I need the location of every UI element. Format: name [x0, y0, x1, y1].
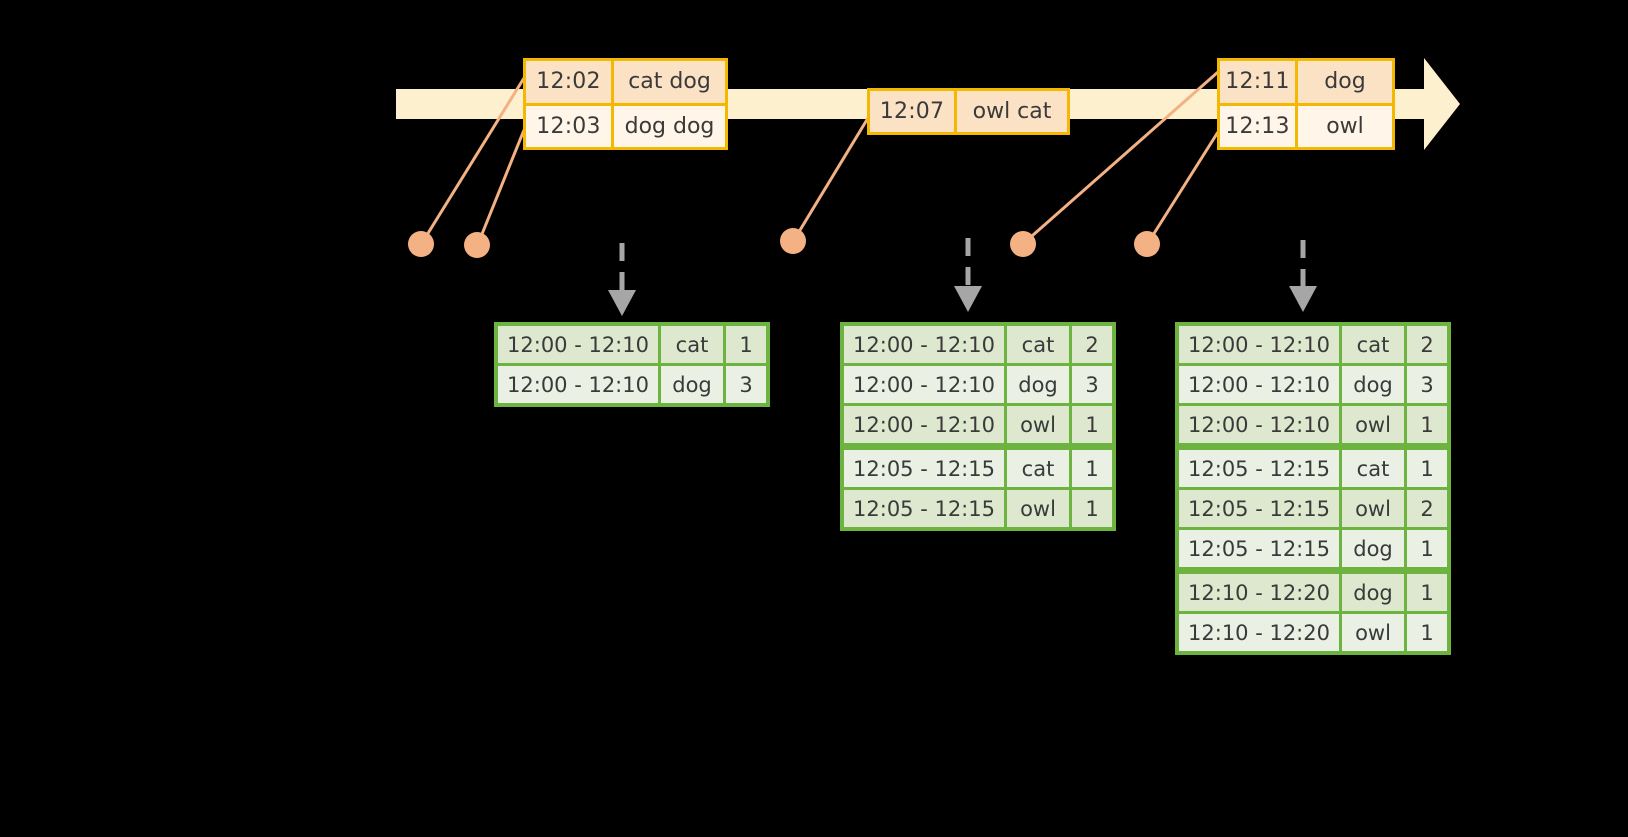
cell-count: 1	[1072, 406, 1112, 443]
cell-window: 12:10 - 12:20	[1179, 614, 1339, 651]
event-row[interactable]: 12:11 dog	[1220, 61, 1392, 103]
event-dots	[408, 228, 1160, 258]
cell-window: 12:00 - 12:10	[498, 326, 658, 363]
event-dot-3	[780, 228, 806, 254]
event-words: owl	[1298, 105, 1392, 147]
table-row[interactable]: 12:00 - 12:10 cat 1	[498, 326, 766, 363]
event-time: 12:03	[526, 105, 614, 147]
cell-word: dog	[1342, 574, 1404, 611]
cell-word: owl	[1007, 406, 1069, 443]
cell-window: 12:05 - 12:15	[1179, 450, 1339, 487]
cell-window: 12:05 - 12:15	[844, 450, 1004, 487]
cell-window: 12:00 - 12:10	[844, 326, 1004, 363]
table-row[interactable]: 12:00 - 12:10 dog 3	[844, 366, 1112, 403]
event-time: 12:13	[1220, 105, 1298, 147]
cell-count: 1	[1407, 450, 1447, 487]
event-dot-2	[464, 232, 490, 258]
cell-word: cat	[1342, 450, 1404, 487]
cell-window: 12:00 - 12:10	[1179, 366, 1339, 403]
cell-window: 12:10 - 12:20	[1179, 574, 1339, 611]
dashed-arrows	[608, 238, 1317, 316]
cell-count: 3	[1407, 366, 1447, 403]
cell-count: 2	[1407, 326, 1447, 363]
cell-window: 12:00 - 12:10	[844, 366, 1004, 403]
table-row[interactable]: 12:10 - 12:20 dog 1	[1179, 574, 1447, 611]
event-row[interactable]: 12:03 dog dog	[526, 102, 725, 147]
cell-word: owl	[1342, 406, 1404, 443]
cell-count: 1	[1072, 450, 1112, 487]
cell-count: 1	[1407, 574, 1447, 611]
cell-count: 2	[1072, 326, 1112, 363]
cell-word: dog	[1342, 530, 1404, 567]
table-row[interactable]: 12:05 - 12:15 owl 1	[844, 490, 1112, 527]
event-dot-5	[1134, 231, 1160, 257]
table-row[interactable]: 12:00 - 12:10 dog 3	[1179, 366, 1447, 403]
table-row[interactable]: 12:00 - 12:10 dog 3	[498, 366, 766, 403]
table-row[interactable]: 12:05 - 12:15 cat 1	[844, 450, 1112, 487]
event-words: owl cat	[957, 91, 1067, 132]
cell-word: dog	[1007, 366, 1069, 403]
cell-count: 1	[1407, 406, 1447, 443]
table-row[interactable]: 12:00 - 12:10 cat 2	[844, 326, 1112, 363]
cell-word: owl	[1342, 490, 1404, 527]
event-row[interactable]: 12:07 owl cat	[870, 91, 1067, 132]
cell-count: 1	[726, 326, 766, 363]
cell-window: 12:05 - 12:15	[1179, 490, 1339, 527]
event-group-3[interactable]: 12:11 dog 12:13 owl	[1217, 58, 1395, 150]
cell-word: dog	[1342, 366, 1404, 403]
event-words: dog	[1298, 61, 1392, 103]
table-row[interactable]: 12:05 - 12:15 owl 2	[1179, 490, 1447, 527]
cell-window: 12:05 - 12:15	[844, 490, 1004, 527]
event-time: 12:11	[1220, 61, 1298, 103]
result-table-3[interactable]: 12:00 - 12:10 cat 2 12:00 - 12:10 dog 3 …	[1175, 322, 1451, 655]
dashed-arrow-1	[608, 243, 636, 316]
table-row[interactable]: 12:00 - 12:10 owl 1	[1179, 406, 1447, 443]
event-words: dog dog	[614, 105, 725, 147]
cell-word: dog	[661, 366, 723, 403]
cell-count: 2	[1407, 490, 1447, 527]
cell-count: 1	[1407, 614, 1447, 651]
table-row[interactable]: 12:05 - 12:15 dog 1	[1179, 530, 1447, 567]
result-table-2[interactable]: 12:00 - 12:10 cat 2 12:00 - 12:10 dog 3 …	[840, 322, 1116, 531]
cell-count: 3	[726, 366, 766, 403]
event-dot-4	[1010, 231, 1036, 257]
event-time: 12:02	[526, 61, 614, 103]
event-row[interactable]: 12:02 cat dog	[526, 61, 725, 103]
cell-word: cat	[1007, 326, 1069, 363]
cell-count: 1	[1407, 530, 1447, 567]
event-dot-1	[408, 231, 434, 257]
event-time: 12:07	[870, 91, 957, 132]
event-row[interactable]: 12:13 owl	[1220, 102, 1392, 147]
cell-word: cat	[1342, 326, 1404, 363]
cell-window: 12:00 - 12:10	[844, 406, 1004, 443]
cell-window: 12:05 - 12:15	[1179, 530, 1339, 567]
result-table-1[interactable]: 12:00 - 12:10 cat 1 12:00 - 12:10 dog 3	[494, 322, 770, 407]
table-row[interactable]: 12:00 - 12:10 owl 1	[844, 406, 1112, 443]
cell-window: 12:00 - 12:10	[1179, 406, 1339, 443]
table-row[interactable]: 12:05 - 12:15 cat 1	[1179, 450, 1447, 487]
table-row[interactable]: 12:00 - 12:10 cat 2	[1179, 326, 1447, 363]
event-words: cat dog	[614, 61, 725, 103]
dashed-arrow-2	[954, 238, 982, 312]
cell-word: owl	[1342, 614, 1404, 651]
cell-count: 3	[1072, 366, 1112, 403]
table-row[interactable]: 12:10 - 12:20 owl 1	[1179, 614, 1447, 651]
cell-word: owl	[1007, 490, 1069, 527]
event-group-1[interactable]: 12:02 cat dog 12:03 dog dog	[523, 58, 728, 150]
dashed-arrow-3	[1289, 240, 1317, 312]
cell-word: cat	[661, 326, 723, 363]
event-group-2[interactable]: 12:07 owl cat	[867, 88, 1070, 135]
cell-window: 12:00 - 12:10	[1179, 326, 1339, 363]
cell-count: 1	[1072, 490, 1112, 527]
cell-word: cat	[1007, 450, 1069, 487]
cell-window: 12:00 - 12:10	[498, 366, 658, 403]
